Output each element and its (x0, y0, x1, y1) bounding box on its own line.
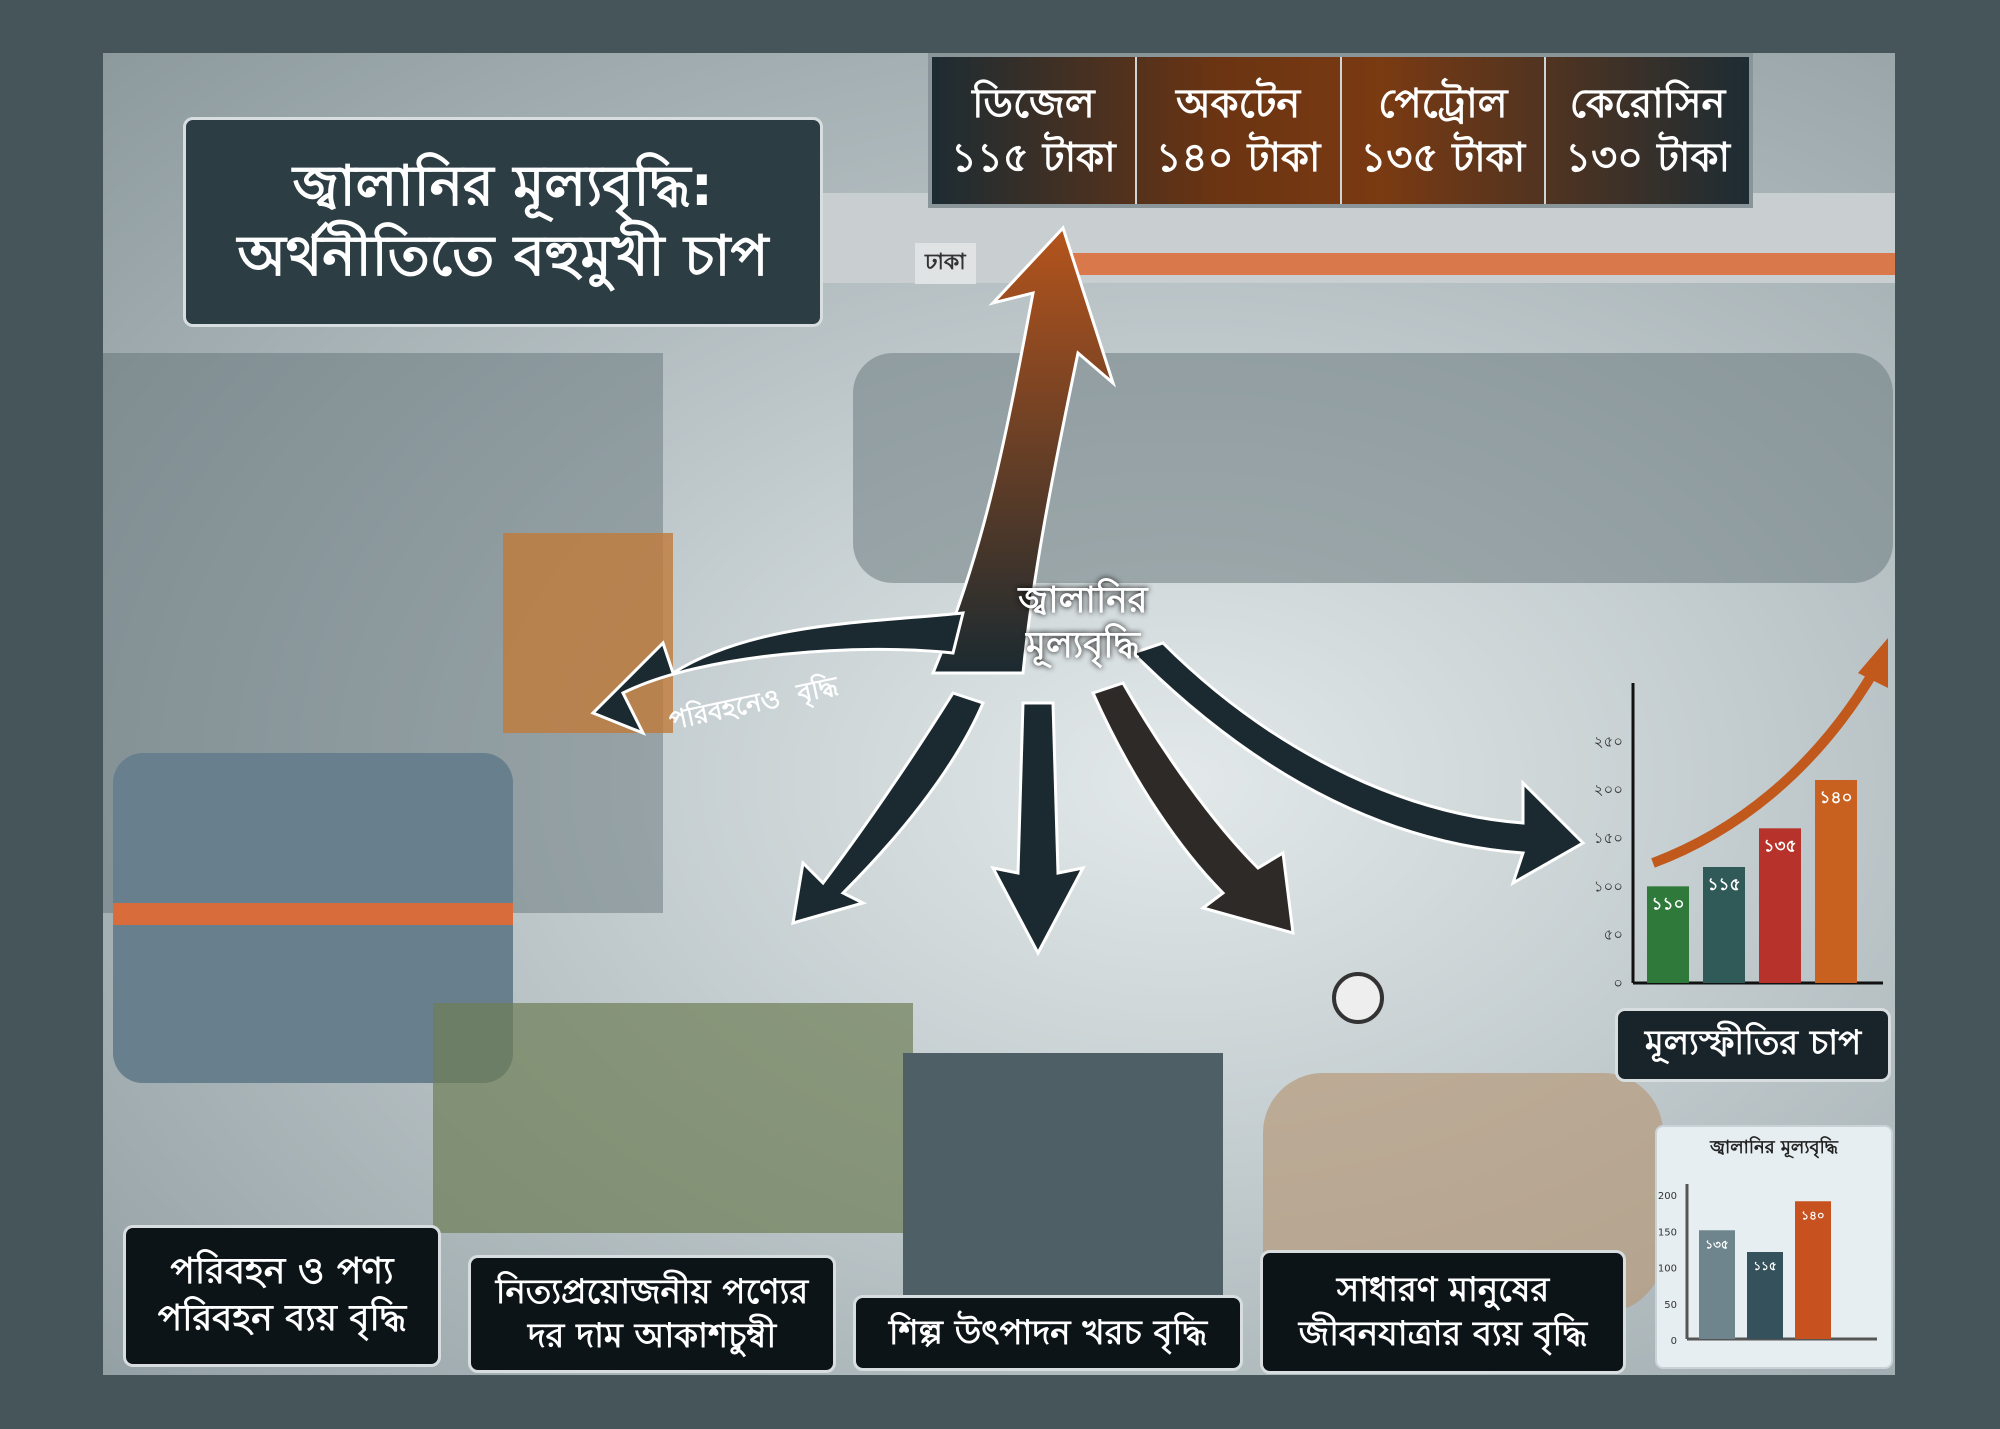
bar-label: ১১৫ (1753, 1259, 1777, 1273)
station-sign: ঢাকা (915, 243, 976, 284)
arrow-down-left-icon (791, 691, 986, 926)
truck (503, 533, 673, 733)
bar (1815, 780, 1857, 983)
fuel-octane: অকটেন ১৪০ টাকা (1137, 57, 1342, 204)
fuel-price: ১১৫ টাকা (950, 134, 1116, 181)
fuel-price: ১৩০ টাকা (1565, 134, 1731, 181)
fuel-petrol: পেট্রোল ১৩৫ টাকা (1342, 57, 1547, 204)
label-living-cost: সাধারণ মানুষের জীবনযাত্রার ব্যয় বৃদ্ধি (1260, 1250, 1626, 1374)
bar (1795, 1201, 1831, 1339)
arrow-down-icon (990, 701, 1086, 957)
arrow-up-icon (930, 225, 1117, 675)
y-tick-label: 150 (1658, 1227, 1677, 1238)
label-line: পরিবহন ও পণ্য (170, 1251, 394, 1293)
bar (1759, 828, 1801, 983)
fuel-name: ডিজেল (972, 80, 1095, 127)
label-transport-cost: পরিবহন ও পণ্য পরিবহন ব্যয় বৃদ্ধি (123, 1225, 441, 1367)
y-tick-label: ২৫০ (1594, 732, 1623, 750)
arrow-right-icon (1130, 641, 1586, 887)
label-essential-prices: নিত্যপ্রয়োজনীয় পণ্যের দর দাম আকাশচুম্ব… (468, 1255, 836, 1373)
inflation-chart: ০ ৫০ ১০০ ১৫০ ২০০ ২৫০ ১১০ ১১৫ ১৩৫ ১৪০ (1594, 638, 1888, 992)
center-label: জ্বালানির মূল্যবৃদ্ধি (973, 578, 1193, 668)
bar (1699, 1230, 1735, 1339)
title-line-2: অর্থনীতিতে বহুমুখী চাপ (237, 224, 769, 289)
bar-label: ১১০ (1651, 894, 1684, 914)
bar (1647, 886, 1689, 983)
bar-label: ১৪০ (1819, 788, 1852, 808)
clock-icon (1332, 972, 1384, 1024)
arrow-left-icon (590, 611, 965, 736)
y-tick-label: ১০০ (1594, 877, 1623, 895)
title-box: জ্বালানির মূল্যবৃদ্ধি: অর্থনীতিতে বহুমুখ… (183, 117, 823, 327)
bar-label: ১৩৫ (1763, 836, 1796, 856)
title-line-1: জ্বালানির মূল্যবৃদ্ধি: (292, 154, 714, 219)
label-line: পরিবহন ব্যয় বৃদ্ধি (157, 1298, 407, 1339)
trend-arrowhead-icon (1858, 638, 1888, 688)
fuel-price-board: ডিজেল ১১৫ টাকা অকটেন ১৪০ টাকা পেট্রোল ১৩৫ ট… (928, 53, 1753, 208)
mini-chart-card: জ্বালানির মূল্যবৃদ্ধি 0 50 100 150 200 ১৩৫ ১১৫… (1655, 1125, 1893, 1369)
fuel-diesel: ডিজেল ১১৫ টাকা (932, 57, 1137, 204)
y-tick-label: 100 (1658, 1264, 1677, 1275)
center-line-2: মূল্যবৃদ্ধি (1026, 625, 1140, 666)
inflation-label: মূল্যস্ফীতির চাপ (1615, 1008, 1891, 1082)
center-line-1: জ্বালানির (1018, 580, 1148, 621)
fuel-price: ১৩৫ টাকা (1360, 134, 1526, 181)
bar-label: ১১৫ (1707, 875, 1740, 895)
mini-chart-title: জ্বালানির মূল্যবৃদ্ধি (1710, 1137, 1838, 1158)
market-stall (433, 1003, 913, 1233)
label-line: সাধারণ মানুষের (1336, 1269, 1550, 1310)
bar-label: ১৩৫ (1705, 1237, 1729, 1251)
bus-stripe (113, 903, 513, 925)
bar (1703, 867, 1745, 983)
y-tick-label: ৫০ (1604, 926, 1624, 944)
crowd (853, 353, 1893, 583)
label-industry-cost: শিল্প উৎপাদন খরচ বৃদ্ধি (853, 1295, 1243, 1371)
y-tick-label: 50 (1664, 1300, 1677, 1311)
mini-chart: 0 50 100 150 200 ১৩৫ ১১৫ ১৪০ (1658, 1184, 1877, 1347)
fuel-price: ১৪০ টাকা (1155, 134, 1321, 181)
y-tick-label: ০ (1613, 974, 1623, 992)
fuel-name: পেট্রোল (1378, 80, 1508, 127)
y-tick-label: 200 (1658, 1191, 1677, 1202)
label-line: দর দাম আকাশচুম্বী (527, 1316, 777, 1356)
bar (1747, 1252, 1783, 1339)
arrows (590, 225, 1586, 957)
arrow-down-right-icon (1090, 681, 1295, 936)
fuel-name: কেরোসিন (1569, 80, 1726, 127)
y-tick-label: ২০০ (1594, 781, 1623, 799)
y-tick-label: ১৫০ (1594, 829, 1623, 847)
label-line: নিত্যপ্রয়োজনীয় পণ্যের (495, 1271, 809, 1312)
fuel-kerosene: কেরোসিন ১৩০ টাকা (1546, 57, 1749, 204)
trend-arrow-icon (1651, 670, 1878, 868)
label-line: শিল্প উৎপাদন খরচ বৃদ্ধি (888, 1312, 1208, 1353)
y-tick-label: 0 (1671, 1336, 1677, 1347)
fuel-name: অকটেন (1175, 80, 1301, 127)
label-line: জীবনযাত্রার ব্যয় বৃদ্ধি (1298, 1314, 1588, 1354)
infographic-panel: জ্বালানির মূল্যবৃদ্ধি: অর্থনীতিতে বহুমুখ… (103, 53, 1895, 1375)
station-stripe (1053, 253, 1895, 275)
bar-label: ১৪০ (1801, 1208, 1824, 1222)
factory (903, 1053, 1223, 1313)
